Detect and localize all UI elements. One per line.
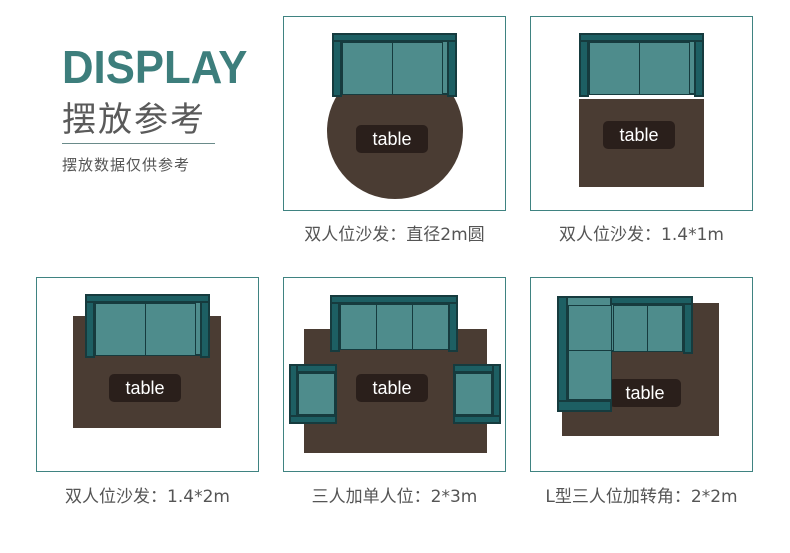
- l-sofa-vertical: [557, 296, 612, 412]
- layout-caption-2x3: 三人加单人位：2*3m: [311, 487, 478, 507]
- table-label: table: [356, 125, 428, 153]
- display-title: DISPLAY: [62, 41, 248, 93]
- layout-caption-1-4x2: 双人位沙发：1.4*2m: [65, 487, 230, 507]
- table-label: table: [609, 379, 681, 407]
- table-label: table: [356, 374, 428, 402]
- layout-panel-round: table: [283, 16, 506, 211]
- three-seat-sofa: [330, 295, 458, 352]
- layout-caption-round: 双人位沙发：直径2m圆: [304, 225, 485, 245]
- armchair-right: [453, 364, 501, 424]
- layout-panel-1-4x1: table: [530, 16, 753, 211]
- title-divider: [62, 143, 215, 144]
- display-subtitle: 摆放参考: [62, 100, 206, 140]
- loveseat-sofa: [332, 33, 457, 97]
- layout-caption-1-4x1: 双人位沙发：1.4*1m: [559, 225, 724, 245]
- layout-panel-l-shape: table: [530, 277, 753, 472]
- table-label: table: [603, 121, 675, 149]
- armchair-left: [289, 364, 337, 424]
- loveseat-sofa: [579, 33, 704, 97]
- layout-caption-l-shape: L型三人位加转角：2*2m: [545, 487, 738, 507]
- loveseat-sofa: [85, 294, 210, 358]
- table-label: table: [109, 374, 181, 402]
- layout-panel-2x3: table: [283, 277, 506, 472]
- layout-panel-1-4x2: table: [36, 277, 259, 472]
- disclaimer-note: 摆放数据仅供参考: [62, 156, 191, 174]
